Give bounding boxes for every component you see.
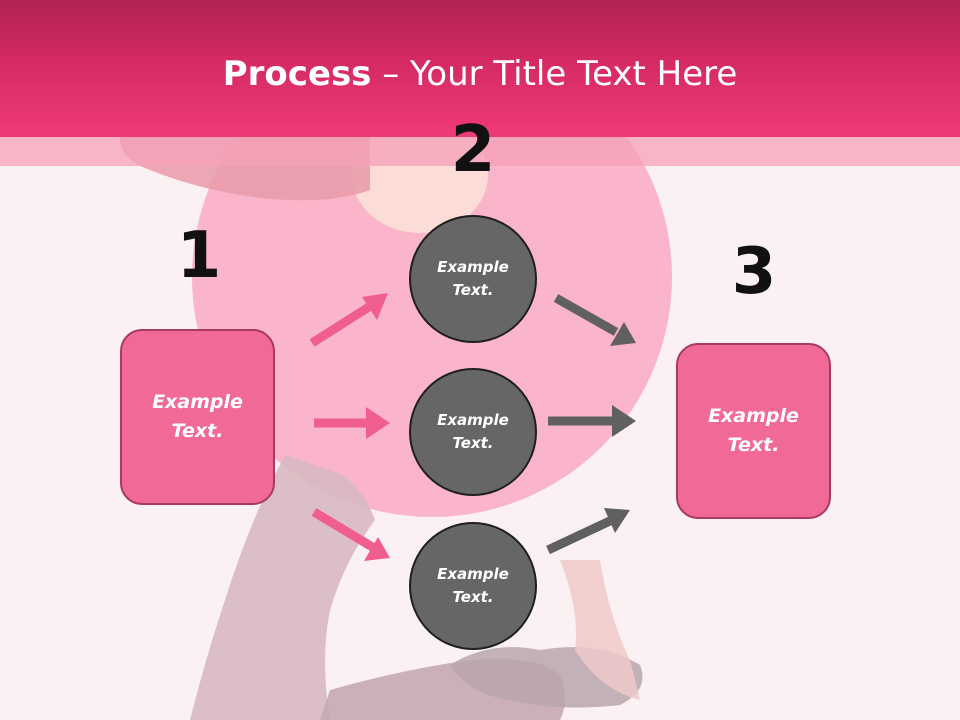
pink-arrow-to-middle (314, 407, 390, 439)
step-number-1: 1 (176, 219, 222, 293)
background-arm (560, 560, 640, 700)
bottom-circle: Example Text. (409, 522, 537, 650)
right-box-text: Example Text. (708, 405, 799, 456)
slide-title-bold: Process (222, 54, 372, 94)
right-box: Example Text. (676, 343, 831, 519)
gray-arrow-from-middle (548, 405, 636, 437)
slide-title: Process – Your Title Text Here (0, 50, 960, 98)
left-box: Example Text. (120, 329, 275, 505)
step-number-2: 2 (450, 113, 496, 187)
step-number-3: 3 (731, 235, 777, 309)
top-circle: Example Text. (409, 215, 537, 343)
pink-arrow-to-bottom (311, 508, 390, 561)
middle-circle: Example Text. (409, 368, 537, 496)
middle-circle-text: Example Text. (437, 411, 509, 452)
gray-arrow-from-top (553, 294, 636, 346)
bottom-circle-text: Example Text. (437, 565, 509, 606)
slide-title-rest: – Your Title Text Here (371, 54, 738, 94)
pink-arrow-to-top (309, 293, 388, 347)
left-box-text: Example Text. (152, 391, 243, 442)
title-band (0, 0, 960, 137)
gray-arrow-from-bottom (546, 508, 630, 555)
top-circle-text: Example Text. (437, 258, 509, 299)
title-strip (0, 137, 960, 166)
